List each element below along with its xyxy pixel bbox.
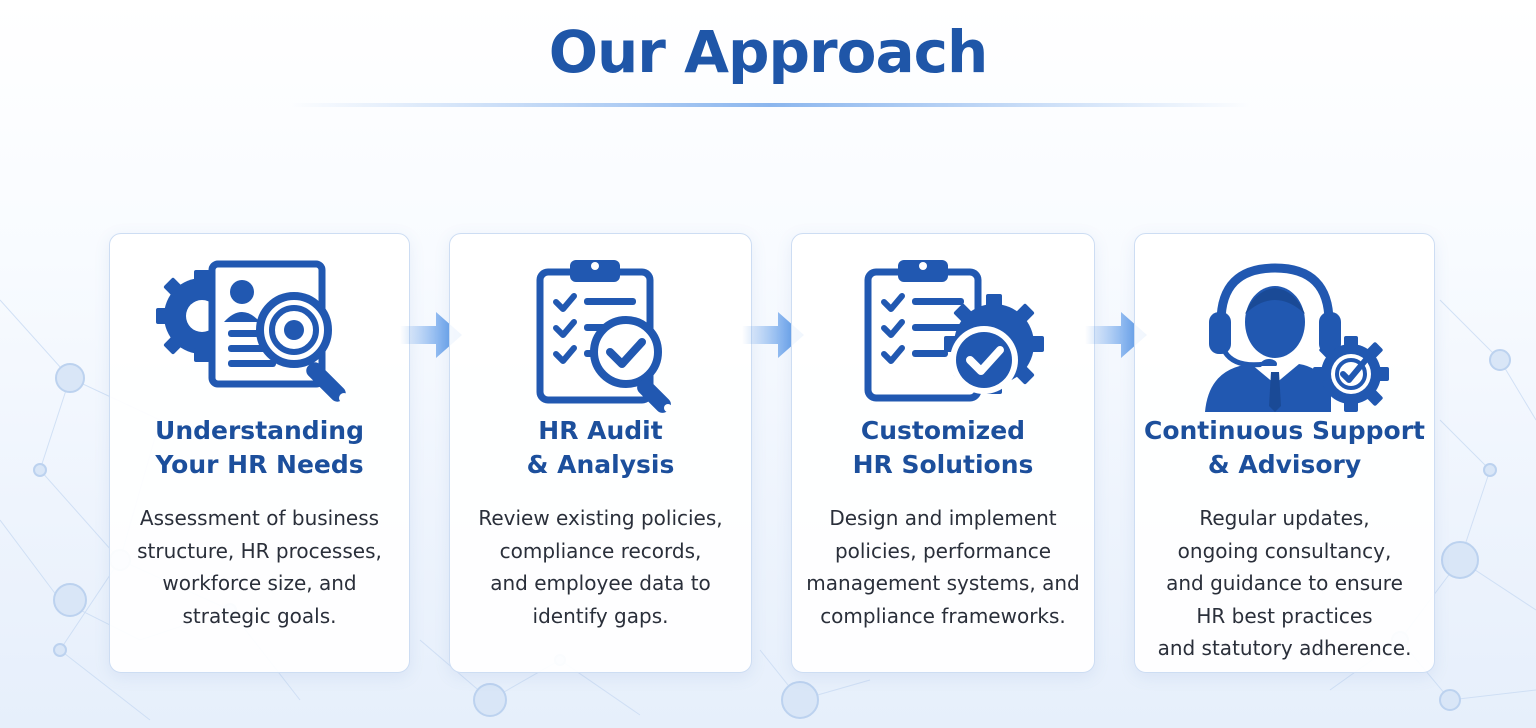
step-description-4: Regular updates, ongoing consultancy, an… [1157, 506, 1412, 660]
headset-support-gear-icon [1205, 263, 1389, 412]
step-card-1: Understanding Your HR Needs Assessment o… [109, 233, 410, 673]
step-heading-1: Understanding Your HR Needs [155, 416, 364, 479]
arrow-right-icon [742, 312, 804, 358]
page-title: Our Approach [548, 18, 989, 86]
clipboard-gear-checkmark-icon [864, 260, 1044, 402]
step-heading-3: Customized HR Solutions [852, 416, 1034, 479]
arrow-right-icon [1085, 312, 1147, 358]
title-underline [290, 103, 1250, 107]
step-description-2: Review existing policies, compliance rec… [478, 506, 723, 628]
arrow-right-icon [400, 312, 462, 358]
step-card-3: Customized HR Solutions Design and imple… [791, 233, 1095, 673]
step-heading-4: Continuous Support & Advisory [1143, 416, 1426, 479]
step-heading-2: HR Audit & Analysis [526, 416, 675, 479]
resume-magnifier-gear-icon [156, 260, 349, 403]
step-card-2: HR Audit & Analysis Review existing poli… [449, 233, 752, 673]
step-description-1: Assessment of business structure, HR pro… [137, 506, 382, 628]
step-card-4: Continuous Support & Advisory Regular up… [1134, 233, 1435, 673]
step-description-3: Design and implement policies, performan… [806, 506, 1080, 628]
clipboard-checklist-magnifier-icon [536, 260, 672, 413]
